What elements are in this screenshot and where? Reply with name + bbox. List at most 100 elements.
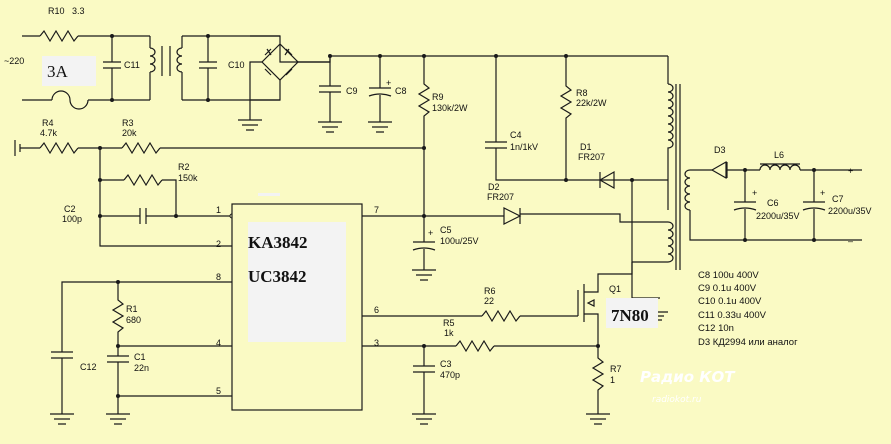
svg-text:20k: 20k: [122, 128, 137, 138]
output-plus-label: +: [848, 166, 853, 176]
svg-text:3.3: 3.3: [72, 6, 85, 16]
svg-text:C11: C11: [124, 60, 140, 70]
svg-text:C4: C4: [510, 130, 522, 140]
svg-text:R9: R9: [432, 92, 444, 102]
output-section: + + + –: [710, 160, 862, 246]
svg-text:1n/1kV: 1n/1kV: [510, 142, 538, 152]
svg-text:470p: 470p: [440, 370, 460, 380]
svg-text:D1: D1: [580, 142, 592, 152]
resistor-r1: [111, 282, 125, 346]
resistor-r4: [39, 141, 79, 155]
resistor-r5: [455, 339, 495, 353]
svg-text:C5: C5: [440, 225, 452, 235]
svg-text:100u/25V: 100u/25V: [440, 236, 479, 246]
svg-text:100p: 100p: [62, 214, 82, 224]
svg-text:R4: R4: [42, 118, 54, 128]
current-sense-network: [362, 330, 610, 425]
component-notes: C8 100u 400V C9 0.1u 400V C10 0.1u 400V …: [698, 270, 798, 348]
fuse-symbol: [51, 90, 89, 110]
transformer: [520, 56, 862, 270]
svg-text:R6: R6: [484, 286, 496, 296]
note-d3: D3 КД2994 или аналог: [698, 337, 798, 348]
c5-polarity: +: [428, 228, 433, 238]
mains-input-section: [22, 29, 331, 131]
diode-d1: [598, 170, 615, 190]
inductor-l6: [759, 163, 801, 171]
svg-text:C8: C8: [395, 86, 407, 96]
mosfet-q1: [362, 180, 668, 330]
pin-8: 8: [216, 272, 221, 282]
svg-text:D2: D2: [488, 182, 500, 192]
hv-bus: [318, 54, 668, 190]
mosfet-part-number: 7N80: [611, 306, 649, 325]
pin-2: 2: [216, 239, 221, 249]
pin-7: 7: [374, 205, 379, 215]
mains-label: ~220: [4, 56, 24, 66]
pin-6: 6: [374, 305, 379, 315]
radiokot-watermark: Радио КОТ radiokot.ru: [640, 368, 736, 405]
ic-label-ka3842: KA3842: [248, 233, 308, 252]
note-c8: C8 100u 400V: [698, 270, 759, 281]
svg-text:22n: 22n: [134, 363, 149, 373]
watermark-title: Радио КОТ: [640, 368, 736, 386]
resistor-r3: [121, 141, 161, 155]
svg-text:C6: C6: [767, 198, 779, 208]
oscillator-network: [50, 280, 232, 425]
svg-text:L6: L6: [774, 150, 784, 160]
resistor-r9: [417, 56, 431, 148]
feedback-network: [14, 140, 426, 247]
common-mode-choke: [149, 36, 183, 100]
note-c12: C12 10n: [698, 323, 734, 334]
svg-text:C7: C7: [832, 194, 844, 204]
svg-text:22: 22: [484, 296, 494, 306]
pin-4: 4: [216, 338, 221, 348]
pwm-controller-ic: KA3842 UC3842 1 2 8 4 5 7 6 3: [216, 193, 379, 411]
fuse-rating: 3A: [47, 62, 69, 81]
svg-text:C2: C2: [64, 204, 76, 214]
svg-text:C1: C1: [134, 352, 146, 362]
pin-1: 1: [216, 205, 221, 215]
svg-text:D3: D3: [714, 145, 726, 155]
c8-polarity: +: [386, 78, 391, 88]
pin-5: 5: [216, 386, 221, 396]
svg-text:R1: R1: [126, 304, 138, 314]
svg-text:R3: R3: [122, 118, 134, 128]
svg-text:R10: R10: [48, 6, 65, 16]
svg-text:C12: C12: [80, 362, 97, 372]
watermark-url: radiokot.ru: [652, 395, 702, 405]
diode-d3: [710, 160, 760, 180]
svg-text:2200u/35V: 2200u/35V: [756, 211, 800, 221]
output-minus-label: –: [848, 236, 853, 246]
c7-polarity: +: [820, 188, 825, 198]
resistor-r2: [123, 173, 163, 187]
component-labels: ~220 3A R10 3.3 C11 C10 C9 C8 + R9 130k/…: [4, 6, 872, 385]
note-c10: C10 0.1u 400V: [698, 296, 762, 307]
svg-text:R8: R8: [576, 88, 588, 98]
svg-text:R2: R2: [178, 162, 190, 172]
svg-text:130k/2W: 130k/2W: [432, 103, 468, 113]
svg-text:2200u/35V: 2200u/35V: [828, 206, 872, 216]
bridge-rectifier: [249, 35, 330, 118]
svg-text:22k/2W: 22k/2W: [576, 98, 607, 108]
resistor-r8: [559, 56, 573, 180]
pin-3: 3: [374, 338, 379, 348]
svg-text:C3: C3: [440, 359, 452, 369]
svg-text:4.7k: 4.7k: [40, 128, 58, 138]
resistor-r7: [591, 330, 605, 414]
svg-text:680: 680: [126, 315, 141, 325]
svg-text:Q1: Q1: [609, 284, 621, 294]
svg-text:R5: R5: [443, 318, 455, 328]
resistor-r6: [481, 309, 521, 323]
svg-text:R7: R7: [610, 364, 622, 374]
svg-text:C10: C10: [228, 60, 245, 70]
note-c9: C9 0.1u 400V: [698, 283, 757, 294]
c6-polarity: +: [752, 188, 757, 198]
svg-text:1k: 1k: [444, 328, 454, 338]
resistor-r10: [39, 29, 79, 43]
svg-text:C9: C9: [346, 86, 358, 96]
svg-text:1: 1: [610, 375, 615, 385]
svg-text:150k: 150k: [178, 173, 198, 183]
vcc-network: +: [362, 148, 522, 281]
note-c11: C11 0.33u 400V: [698, 310, 767, 321]
